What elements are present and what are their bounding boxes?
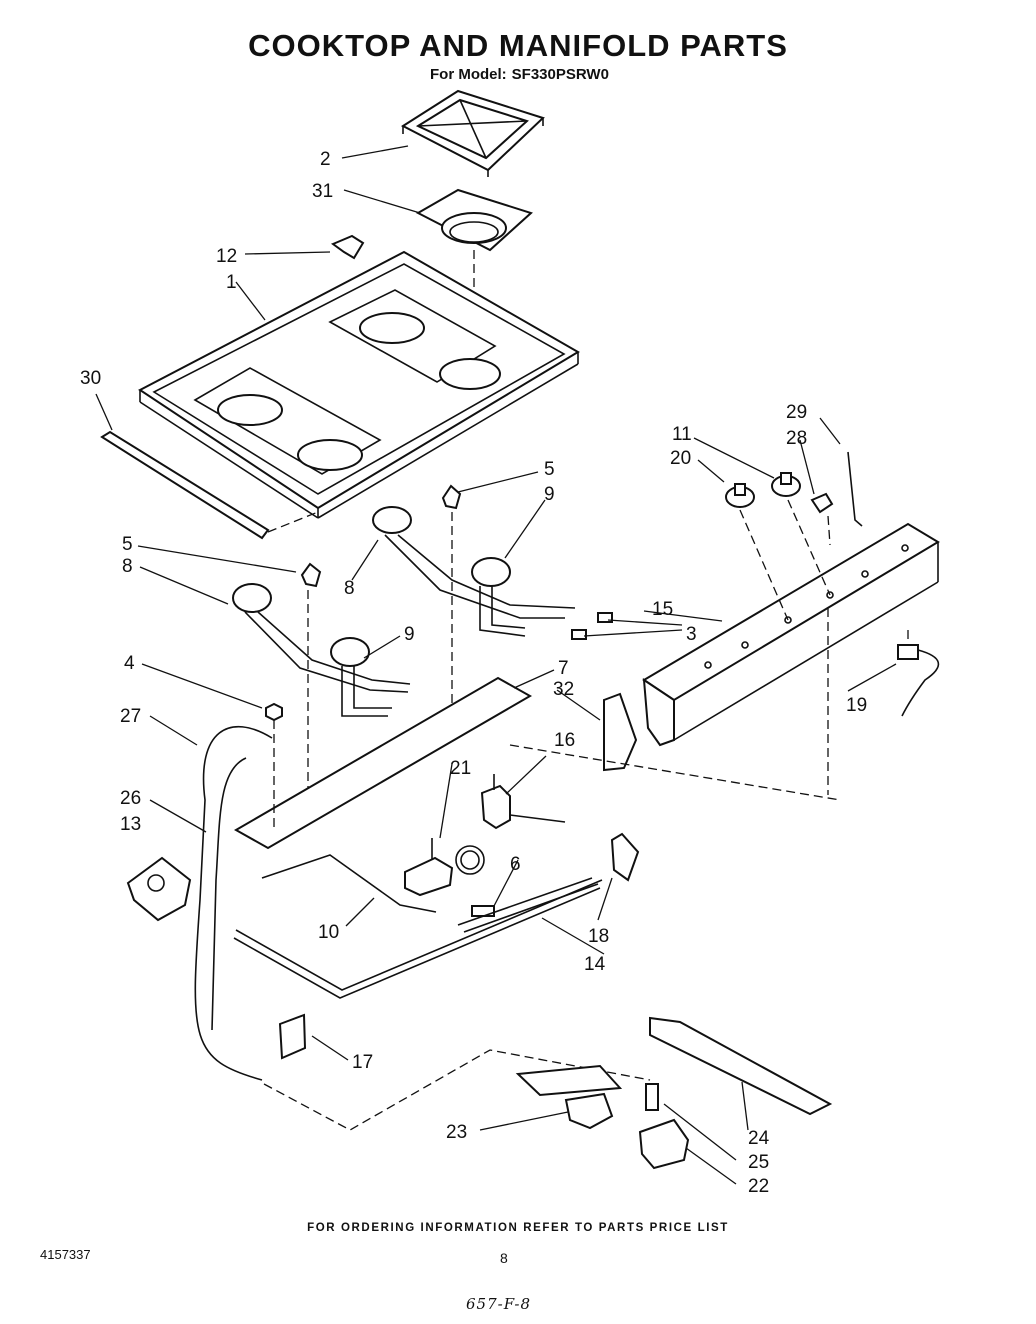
callout-11: 11 <box>672 424 692 445</box>
callout-8a: 8 <box>122 556 133 577</box>
callout-30: 30 <box>80 368 101 389</box>
manifold-pipe <box>233 887 601 999</box>
model-number: SF330PSRW0 <box>511 66 609 83</box>
callout-5b: 5 <box>122 534 133 555</box>
heat-shield <box>603 692 638 772</box>
callout-16: 16 <box>554 730 575 751</box>
callout-21: 21 <box>450 758 471 779</box>
callout-32: 32 <box>553 679 574 700</box>
oven-pilot <box>564 1092 614 1130</box>
callout-18: 18 <box>588 926 609 947</box>
burner-bracket-left <box>300 562 322 588</box>
safety-valve <box>480 784 511 830</box>
callout-14: 14 <box>584 954 606 975</box>
tube-fitting <box>471 905 495 917</box>
right-burner-assembly <box>372 484 576 637</box>
callout-2: 2 <box>320 149 331 170</box>
callout-20: 20 <box>670 448 691 469</box>
burner-grate <box>400 89 545 177</box>
control-knob-right <box>771 472 801 497</box>
ignition-knob <box>810 492 834 514</box>
clip <box>847 451 863 527</box>
igniter <box>645 1083 659 1111</box>
model-label: For Model: <box>430 66 507 83</box>
oven-burner <box>515 1016 833 1116</box>
model-line: For Model:SF330PSRW0 <box>430 66 614 83</box>
callout-5a: 5 <box>544 459 555 480</box>
manifold-panel <box>642 522 940 747</box>
callout-28: 28 <box>786 428 807 449</box>
mounting-bracket <box>278 1013 307 1060</box>
pressure-regulator <box>126 856 192 922</box>
burner-bowl <box>415 188 533 252</box>
callout-numbers: 2 31 12 1 30 5 9 5 8 8 9 4 27 7 32 26 13… <box>80 149 867 1197</box>
handwritten-note: 657-F-8 <box>466 1295 532 1313</box>
orifice-lower <box>571 629 587 640</box>
cooktop-bracket <box>330 234 365 260</box>
callout-7: 7 <box>558 658 569 679</box>
callout-26: 26 <box>120 788 141 809</box>
callout-6: 6 <box>510 854 521 875</box>
cooktop-frame <box>138 250 580 519</box>
burner-support-bracket <box>233 676 533 850</box>
callout-9b: 9 <box>404 624 415 645</box>
burner-tube <box>457 877 593 926</box>
trim-strip <box>100 430 270 540</box>
burner-bracket-right <box>441 484 462 510</box>
callout-15: 15 <box>652 599 673 620</box>
callout-24: 24 <box>748 1128 770 1149</box>
callout-29: 29 <box>786 402 807 423</box>
callout-13: 13 <box>120 814 141 835</box>
callout-17: 17 <box>352 1052 373 1073</box>
page-title: COOKTOP AND MANIFOLD PARTS <box>248 28 788 63</box>
callout-1: 1 <box>226 272 237 293</box>
callout-10: 10 <box>318 922 339 943</box>
gas-tube-27 <box>194 725 273 1081</box>
thermostat-coil <box>404 838 485 897</box>
spark-switch <box>897 644 919 660</box>
orifice-upper <box>597 612 613 623</box>
ordering-info: FOR ORDERING INFORMATION REFER TO PARTS … <box>307 1222 729 1234</box>
control-knob-left <box>725 483 755 508</box>
callout-8b: 8 <box>344 578 355 599</box>
callout-19: 19 <box>846 695 867 716</box>
hex-nut <box>265 702 283 722</box>
callout-25: 25 <box>748 1152 769 1173</box>
callout-4: 4 <box>124 653 135 674</box>
leader-lines <box>95 145 897 1185</box>
pilot-tube <box>261 854 437 913</box>
callout-9a: 9 <box>544 484 555 505</box>
valve-bracket <box>610 832 640 882</box>
callout-23: 23 <box>446 1122 467 1143</box>
oven-valve <box>638 1118 690 1170</box>
callout-27: 27 <box>120 706 141 727</box>
callout-3: 3 <box>686 624 697 645</box>
left-burner-assembly <box>232 562 411 717</box>
callout-31: 31 <box>312 181 333 202</box>
callout-22: 22 <box>748 1176 769 1197</box>
document-number: 4157337 <box>40 1247 91 1262</box>
callout-12: 12 <box>216 246 237 267</box>
gas-tube-26 <box>211 757 247 1031</box>
page-number: 8 <box>500 1250 508 1266</box>
